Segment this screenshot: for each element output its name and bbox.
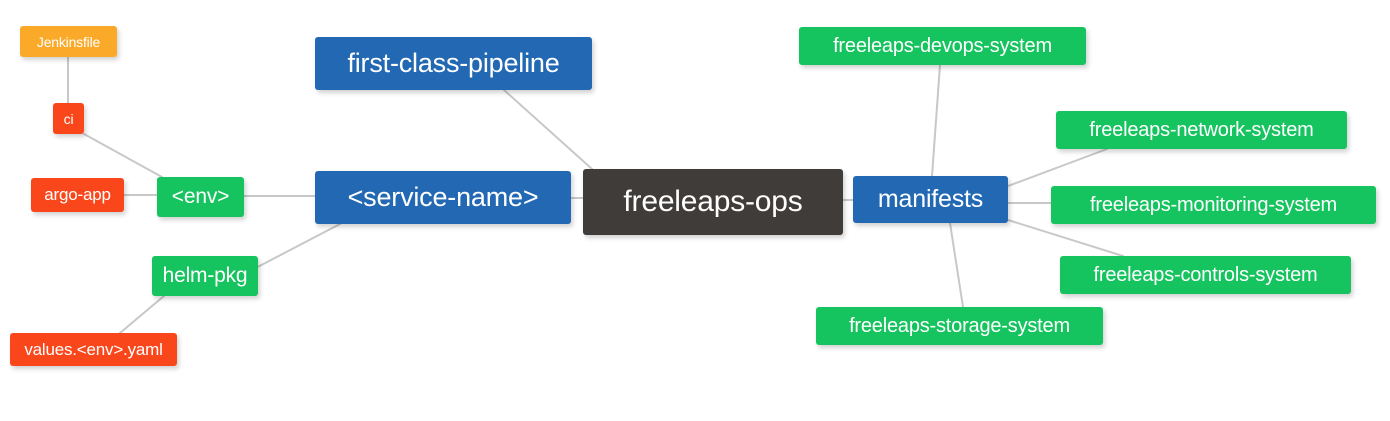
node-label: <service-name> <box>347 182 539 212</box>
node-argo-app[interactable]: argo-app <box>31 178 124 212</box>
node-label: values.<env>.yaml <box>24 339 163 359</box>
node-freeleaps-devops-system[interactable]: freeleaps-devops-system <box>799 27 1086 65</box>
node-freeleaps-controls-system[interactable]: freeleaps-controls-system <box>1060 256 1351 294</box>
edge-freeleaps-ops-to-first-class-pipeline <box>503 89 593 170</box>
node-label: argo-app <box>44 185 111 204</box>
node-label: Jenkinsfile <box>36 33 101 50</box>
node-first-class-pipeline[interactable]: first-class-pipeline <box>315 37 592 90</box>
node-label: <env> <box>171 185 230 208</box>
node-label: freeleaps-network-system <box>1089 118 1314 141</box>
node-values-env-yaml[interactable]: values.<env>.yaml <box>10 333 177 366</box>
node-freeleaps-network-system[interactable]: freeleaps-network-system <box>1056 111 1347 149</box>
edge-env-to-ci <box>83 133 163 178</box>
node-freeleaps-monitoring-system[interactable]: freeleaps-monitoring-system <box>1051 186 1376 224</box>
node-label: freeleaps-devops-system <box>833 34 1052 57</box>
node-helm-pkg[interactable]: helm-pkg <box>152 256 258 296</box>
node-label: freeleaps-controls-system <box>1093 263 1318 286</box>
edge-manifests-to-freeleaps-controls-system <box>1007 219 1124 257</box>
node-service-name[interactable]: <service-name> <box>315 171 571 224</box>
node-freeleaps-ops[interactable]: freeleaps-ops <box>583 169 843 235</box>
node-freeleaps-storage-system[interactable]: freeleaps-storage-system <box>816 307 1103 345</box>
node-label: manifests <box>877 185 984 213</box>
edge-helm-pkg-to-values-env-yaml <box>119 295 165 334</box>
edge-service-name-to-helm-pkg <box>247 223 341 273</box>
node-manifests[interactable]: manifests <box>853 176 1008 223</box>
node-label: freeleaps-monitoring-system <box>1090 193 1337 216</box>
node-label: freeleaps-storage-system <box>849 314 1070 337</box>
edge-manifests-to-freeleaps-devops-system <box>931 64 941 177</box>
node-ci[interactable]: ci <box>53 103 84 134</box>
node-env[interactable]: <env> <box>157 177 244 217</box>
node-label: first-class-pipeline <box>347 48 560 78</box>
node-label: ci <box>63 110 74 127</box>
node-jenkinsfile[interactable]: Jenkinsfile <box>20 26 117 57</box>
node-label: helm-pkg <box>162 264 248 287</box>
edge-manifests-to-freeleaps-network-system <box>1007 148 1108 187</box>
node-label: freeleaps-ops <box>623 185 803 218</box>
edge-manifests-to-freeleaps-storage-system <box>949 222 964 308</box>
